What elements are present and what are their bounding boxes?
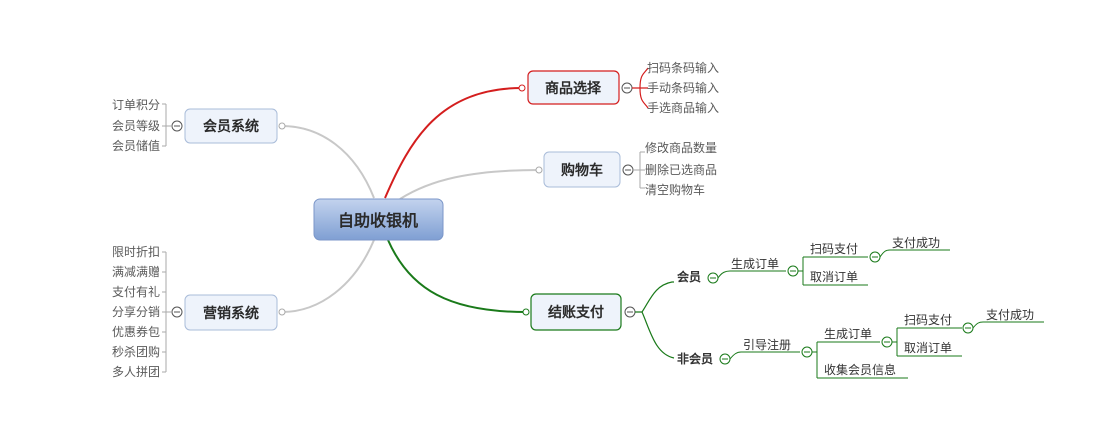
- connector-root-marketing: [281, 239, 375, 313]
- product-item-scan[interactable]: 扫码条码输入: [647, 60, 719, 75]
- branch-cart-label: 购物车: [561, 162, 603, 179]
- collapse-toggle-member[interactable]: [707, 272, 719, 284]
- member-create-order[interactable]: 生成订单: [731, 257, 779, 271]
- bracket-membership: [162, 103, 172, 147]
- collapse-toggle-nonmember-order[interactable]: [881, 336, 893, 348]
- branch-checkout[interactable]: 结账支付: [522, 293, 622, 331]
- marketing-item-share-distribution[interactable]: 分享分销: [112, 304, 160, 319]
- cart-item-delete[interactable]: 删除已选商品: [645, 162, 717, 177]
- collapse-toggle-marketing[interactable]: [171, 306, 183, 318]
- branch-marketing[interactable]: 营销系统: [184, 294, 286, 331]
- nonmember-create-order[interactable]: 生成订单: [824, 327, 872, 341]
- cart-item-modify[interactable]: 修改商品数量: [645, 140, 717, 155]
- connector-root-checkout: [387, 239, 527, 313]
- branch-membership-label: 会员系统: [203, 118, 259, 135]
- nonmember-cancel-order[interactable]: 取消订单: [904, 341, 952, 355]
- cart-item-clear[interactable]: 清空购物车: [645, 182, 705, 197]
- collapse-toggle-nonmember-scan[interactable]: [962, 322, 974, 334]
- connector-checkout-member: [635, 281, 674, 313]
- member-order-line: [717, 270, 786, 279]
- member-success-line: [879, 249, 950, 258]
- collapse-toggle-nonmember-register[interactable]: [801, 346, 813, 358]
- nonmember-register-bracket: [812, 341, 908, 379]
- root-node[interactable]: 自助收银机: [313, 198, 444, 241]
- branch-product-label: 商品选择: [545, 80, 602, 97]
- branch-checkout-label: 结账支付: [548, 304, 604, 321]
- marketing-item-flash-group[interactable]: 秒杀团购: [112, 344, 160, 359]
- marketing-item-flash-discount[interactable]: 限时折扣: [112, 244, 160, 259]
- collapse-toggle-membership[interactable]: [171, 120, 183, 132]
- collapse-toggle-nonmember[interactable]: [719, 353, 731, 365]
- branch-product[interactable]: 商品选择: [518, 70, 620, 105]
- marketing-item-coupon-pack[interactable]: 优惠券包: [112, 324, 160, 339]
- connector-root-membership: [281, 125, 375, 199]
- collapse-toggle-cart[interactable]: [622, 164, 634, 176]
- nonmember-register-line: [729, 351, 800, 360]
- product-item-select[interactable]: 手选商品输入: [647, 100, 719, 115]
- root-label: 自助收银机: [338, 211, 418, 230]
- marketing-item-full-reduction[interactable]: 满减满赠: [112, 265, 160, 279]
- nonmember-scan-pay[interactable]: 扫码支付: [904, 313, 952, 327]
- collapse-toggle-member-order[interactable]: [787, 265, 799, 277]
- branch-marketing-label: 营销系统: [203, 305, 259, 322]
- nonmember-success-line: [972, 321, 1044, 329]
- nonmember-order-bracket: [892, 327, 962, 357]
- membership-item-level[interactable]: 会员等级: [112, 119, 160, 133]
- branch-cart[interactable]: 购物车: [535, 151, 621, 188]
- bracket-cart: [633, 151, 645, 189]
- member-label[interactable]: 会员: [677, 269, 701, 284]
- membership-item-deposit[interactable]: 会员储值: [112, 138, 160, 153]
- connector-checkout-nonmember: [641, 311, 675, 359]
- nonmember-guide-register[interactable]: 引导注册: [743, 337, 791, 352]
- marketing-item-pay-gift[interactable]: 支付有礼: [112, 284, 160, 299]
- bracket-product: [632, 67, 649, 109]
- connector-root-product: [384, 87, 523, 199]
- collapse-toggle-checkout[interactable]: [624, 306, 636, 318]
- member-pay-success[interactable]: 支付成功: [892, 236, 940, 250]
- member-scan-pay[interactable]: 扫码支付: [810, 242, 858, 256]
- collapse-toggle-product[interactable]: [621, 82, 633, 94]
- nonmember-collect-info[interactable]: 收集会员信息: [824, 362, 896, 377]
- branch-membership[interactable]: 会员系统: [184, 108, 286, 144]
- bracket-marketing: [162, 251, 172, 373]
- membership-item-points[interactable]: 订单积分: [112, 98, 160, 112]
- member-order-bracket: [798, 256, 868, 286]
- marketing-item-group-buy[interactable]: 多人拼团: [112, 365, 160, 379]
- member-cancel-order[interactable]: 取消订单: [810, 270, 858, 284]
- connector-root-cart: [399, 169, 540, 200]
- collapse-toggle-member-scan[interactable]: [869, 251, 881, 263]
- product-item-manual[interactable]: 手动条码输入: [647, 80, 719, 95]
- nonmember-label[interactable]: 非会员: [677, 351, 713, 366]
- nonmember-pay-success[interactable]: 支付成功: [986, 308, 1034, 322]
